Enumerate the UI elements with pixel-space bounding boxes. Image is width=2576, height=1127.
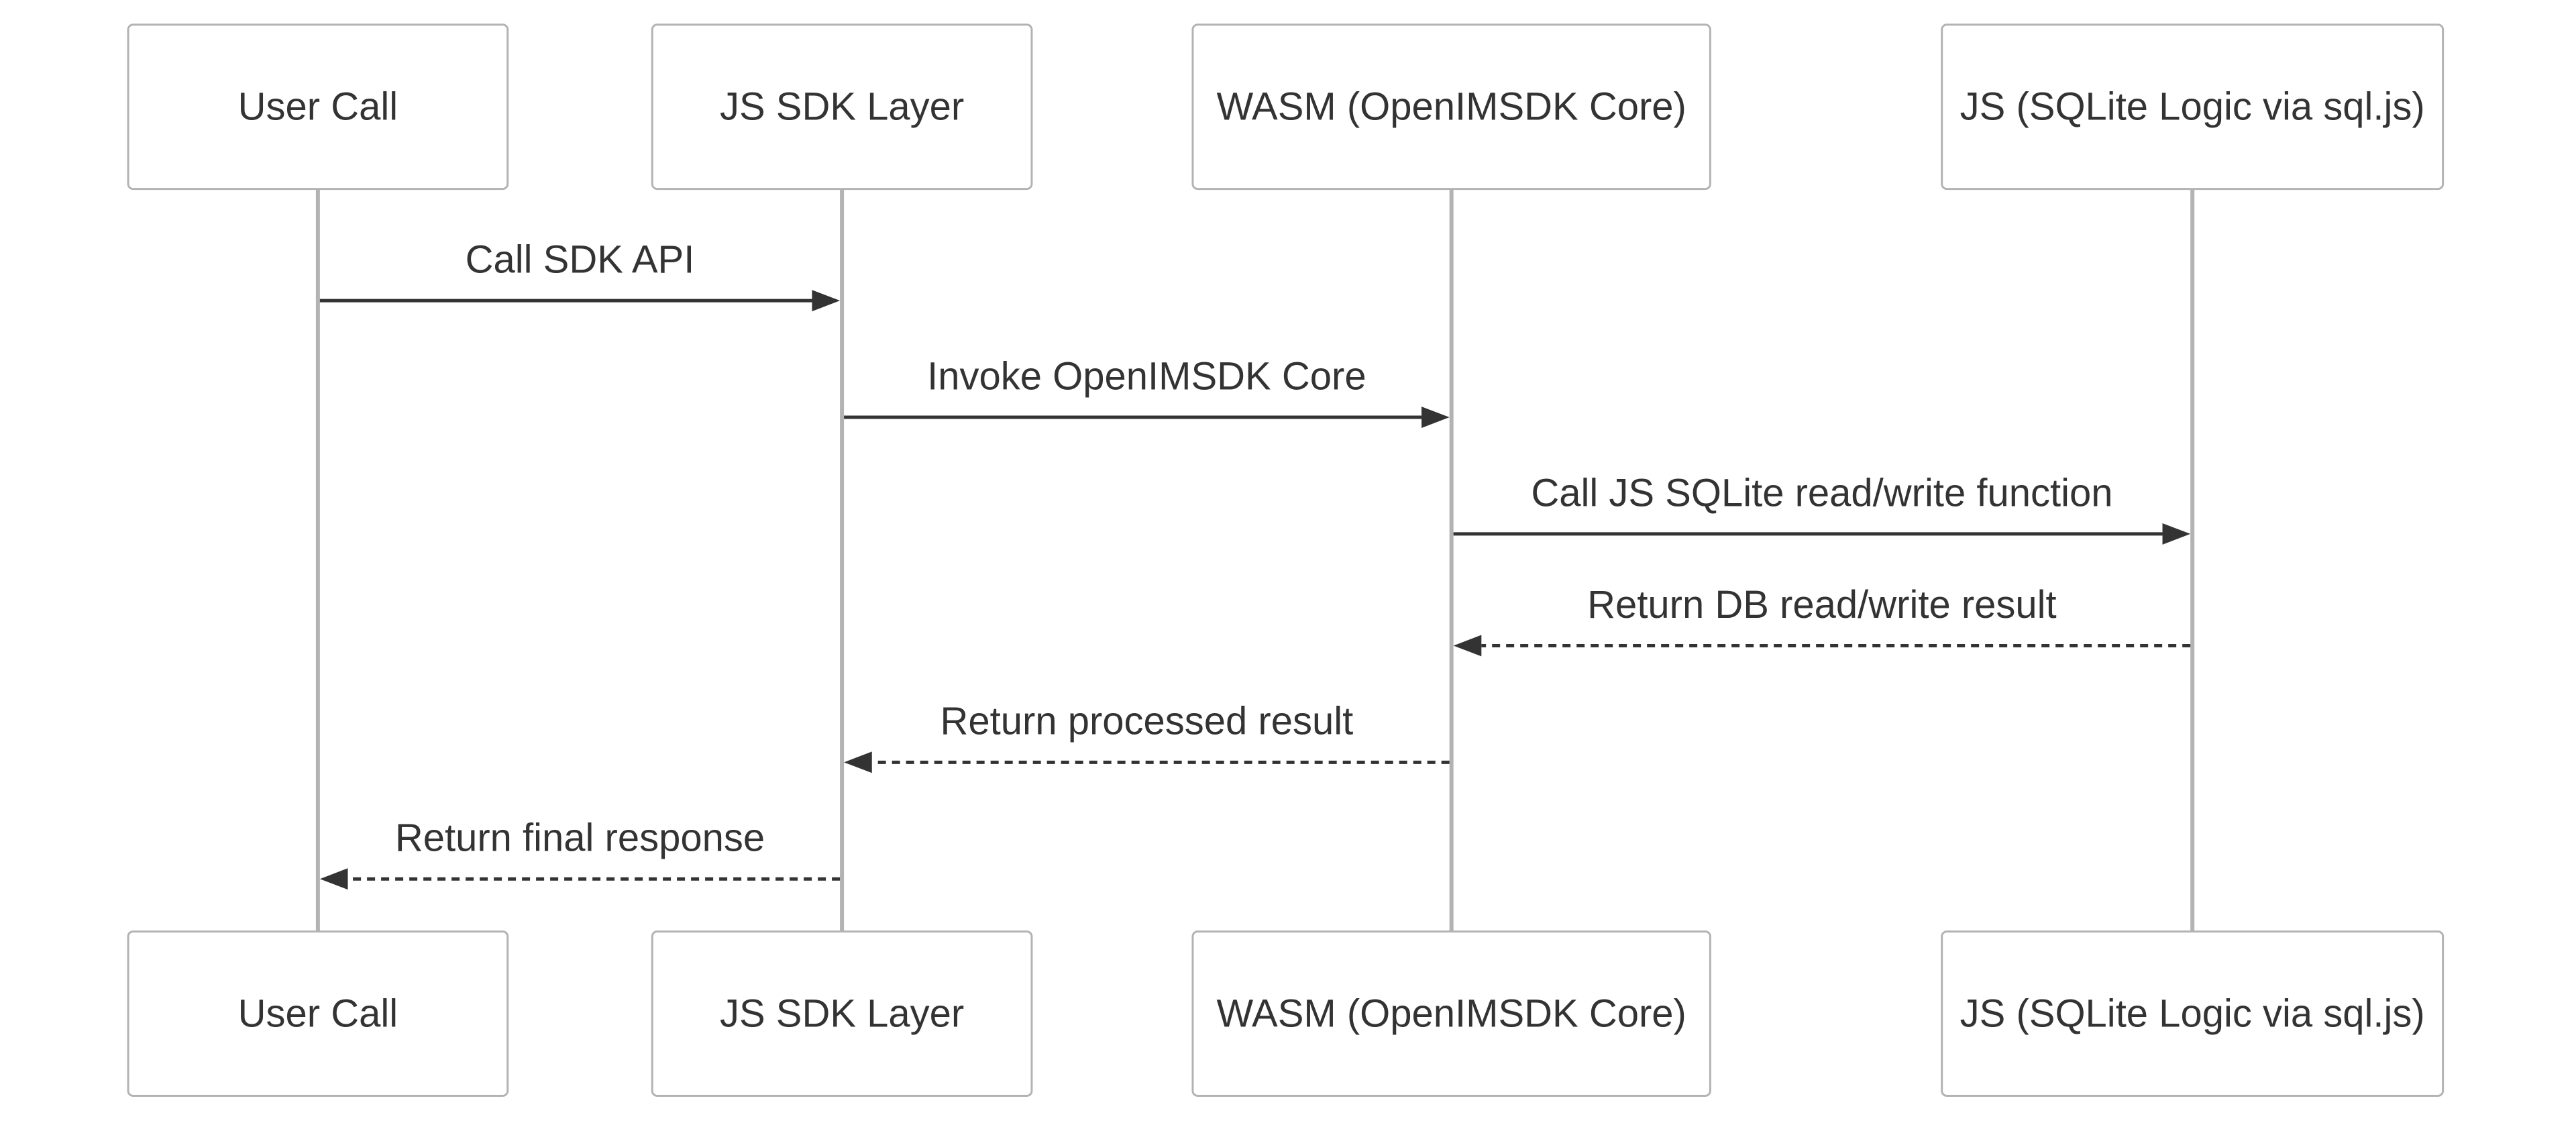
message-2: Invoke OpenIMSDK Core <box>844 354 1450 428</box>
message-label: Call SDK API <box>466 238 695 282</box>
message-label: Return DB read/write result <box>1587 583 2056 627</box>
arrow-head <box>1453 635 1482 657</box>
participant-label: JS (SQLite Logic via sql.js) <box>1960 992 2425 1036</box>
participant-top-user: User Call <box>127 23 509 191</box>
participant-box <box>127 930 509 1097</box>
message-4: Return DB read/write result <box>1453 583 2191 657</box>
message-1: Call SDK API <box>319 238 841 312</box>
participant-label: WASM (OpenIMSDK Core) <box>1216 85 1686 129</box>
participant-box <box>1191 930 1711 1097</box>
arrow-head <box>319 868 348 890</box>
message-label: Return processed result <box>941 700 1354 743</box>
participant-box <box>651 930 1033 1097</box>
participant-label: JS SDK Layer <box>720 85 964 129</box>
participant-label: JS SDK Layer <box>720 992 964 1036</box>
lifelines <box>315 189 2195 932</box>
participant-box <box>651 23 1033 191</box>
arrow-head <box>812 290 841 312</box>
participant-bottom-user: User Call <box>127 930 509 1097</box>
participant-label: User Call <box>238 85 398 129</box>
participant-bottom-jssdk: JS SDK Layer <box>651 930 1033 1097</box>
message-label: Call JS SQLite read/write function <box>1531 471 2112 515</box>
participant-top-sqlite: JS (SQLite Logic via sql.js) <box>1941 23 2445 191</box>
participant-label: JS (SQLite Logic via sql.js) <box>1960 85 2425 129</box>
participant-label: User Call <box>238 992 398 1036</box>
participants-bottom: User Call JS SDK Layer WASM (OpenIMSDK Cor… <box>127 930 2445 1097</box>
participant-box <box>1941 23 2445 191</box>
participant-label: WASM (OpenIMSDK Core) <box>1216 992 1686 1036</box>
participant-top-jssdk: JS SDK Layer <box>651 23 1033 191</box>
arrow-head <box>844 751 872 773</box>
message-label: Invoke OpenIMSDK Core <box>927 354 1366 398</box>
participant-box <box>1941 930 2445 1097</box>
message-5: Return processed result <box>844 700 1450 773</box>
message-3: Call JS SQLite read/write function <box>1453 471 2191 545</box>
arrow-head <box>2162 523 2191 545</box>
participant-bottom-wasm: WASM (OpenIMSDK Core) <box>1191 930 1711 1097</box>
participant-top-wasm: WASM (OpenIMSDK Core) <box>1191 23 1711 191</box>
participant-bottom-sqlite: JS (SQLite Logic via sql.js) <box>1941 930 2445 1097</box>
participants-top: User Call JS SDK Layer WASM (OpenIMSDK Cor… <box>127 23 2445 191</box>
message-6: Return final response <box>319 816 841 890</box>
message-label: Return final response <box>395 816 765 860</box>
arrow-head <box>1421 407 1450 428</box>
participant-box <box>1191 23 1711 191</box>
participant-box <box>127 23 509 191</box>
